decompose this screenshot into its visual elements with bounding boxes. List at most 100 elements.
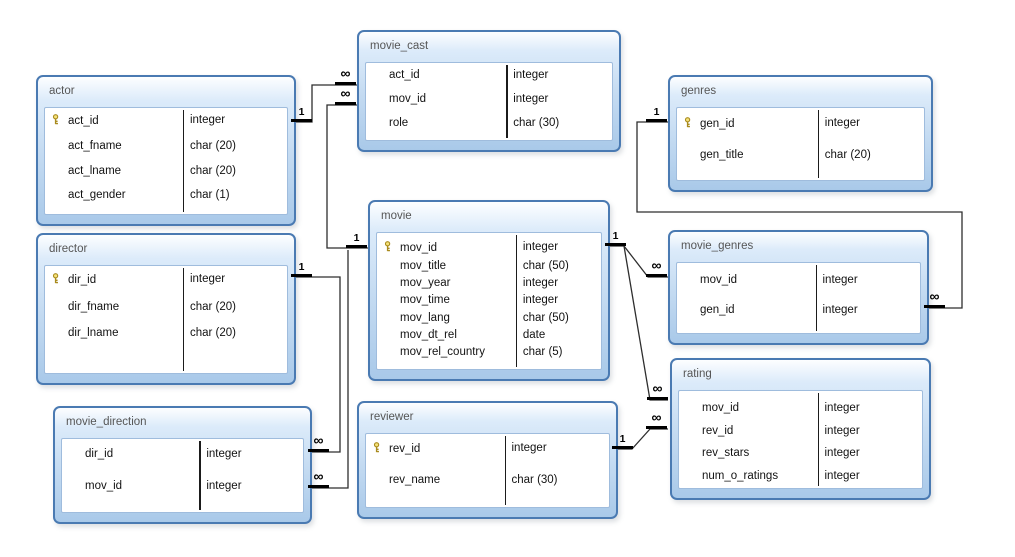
field-name: rev_id [702, 424, 734, 437]
cardinality-one-genres: 1 [646, 106, 667, 122]
table-title: movie_cast [370, 40, 429, 52]
field-row-gen_title: gen_title char (20) [677, 149, 924, 162]
field-row-gen_id: gen_id integer [677, 117, 924, 132]
cardinality-many-movie-genres-genres: ∞ [924, 289, 945, 308]
cardinality-many-movie-cast-actor: ∞ [335, 66, 356, 85]
field-name: mov_id [700, 273, 738, 286]
field-name: act_gender [68, 189, 126, 202]
field-name: act_lname [68, 164, 122, 177]
field-type: char (5) [522, 345, 563, 358]
table-title: director [49, 243, 88, 255]
cardinality-one-reviewer: 1 [612, 433, 633, 449]
key-icon [366, 442, 389, 457]
field-type: char (20) [189, 140, 236, 153]
field-type: integer [513, 68, 549, 81]
field-type: integer [189, 272, 226, 285]
field-name: mov_year [400, 277, 451, 290]
column-divider [515, 235, 518, 367]
field-type: char (20) [189, 327, 236, 340]
column-divider [817, 110, 820, 178]
field-type: integer [822, 273, 858, 286]
field-name: act_id [389, 68, 420, 81]
field-name: role [389, 117, 409, 130]
table-title: movie_genres [681, 240, 754, 252]
table-genres[interactable]: genres gen_id integer gen_title char (20) [668, 75, 933, 192]
field-type: char (1) [189, 189, 230, 202]
field-type: integer [206, 448, 242, 461]
field-name: gen_id [700, 117, 735, 130]
relationship-line-movie-movie_direction[interactable] [308, 250, 349, 489]
field-type: integer [824, 424, 860, 437]
field-row-mov_id: mov_id integer [677, 274, 920, 287]
field-name: mov_id [85, 479, 123, 492]
field-type: char (30) [511, 473, 558, 486]
column-divider [199, 441, 201, 510]
field-type: integer [513, 92, 549, 105]
field-type: integer [824, 116, 860, 129]
field-name: dir_id [85, 448, 114, 461]
field-row-dir_id: dir_id integer [62, 448, 303, 461]
field-type: integer [824, 401, 860, 414]
cardinality-one-movie-left: 1 [346, 232, 367, 248]
field-row-mov_dt_rel: mov_dt_rel date [377, 329, 601, 342]
field-type: integer [522, 294, 559, 307]
field-name: dir_id [68, 273, 97, 286]
table-title: genres [681, 85, 717, 97]
field-type: integer [189, 113, 226, 126]
column-divider [506, 65, 508, 138]
field-row-mov_id: mov_id integer [62, 480, 303, 493]
table-title: movie_direction [66, 416, 147, 428]
field-type: char (20) [824, 148, 871, 161]
column-divider [504, 436, 506, 505]
cardinality-many-movie-cast-movie: ∞ [335, 86, 356, 105]
field-row-act_fname: act_fname char (20) [45, 140, 287, 153]
field-type: integer [822, 303, 858, 316]
field-name: act_fname [68, 140, 122, 153]
key-icon [677, 116, 700, 132]
field-row-dir_id: dir_id integer [45, 273, 287, 288]
field-type: integer [824, 447, 860, 460]
field-row-role: role char (30) [366, 117, 612, 130]
field-name: gen_title [700, 148, 744, 161]
table-title: rating [683, 368, 712, 380]
field-type: char (50) [522, 311, 569, 324]
field-name: num_o_ratings [702, 470, 779, 483]
table-fields: gen_id integer gen_title char (20) [676, 107, 925, 181]
field-type: char (30) [513, 117, 560, 130]
field-name: mov_dt_rel [400, 328, 457, 341]
field-type: date [522, 328, 546, 341]
field-name: mov_id [400, 242, 438, 255]
field-name: mov_id [702, 401, 740, 414]
field-type: integer [206, 479, 242, 492]
field-row-act_id: act_id integer [366, 69, 612, 82]
cardinality-one-director: 1 [291, 261, 312, 277]
cardinality-many-movie-direction-director: ∞ [308, 433, 329, 452]
